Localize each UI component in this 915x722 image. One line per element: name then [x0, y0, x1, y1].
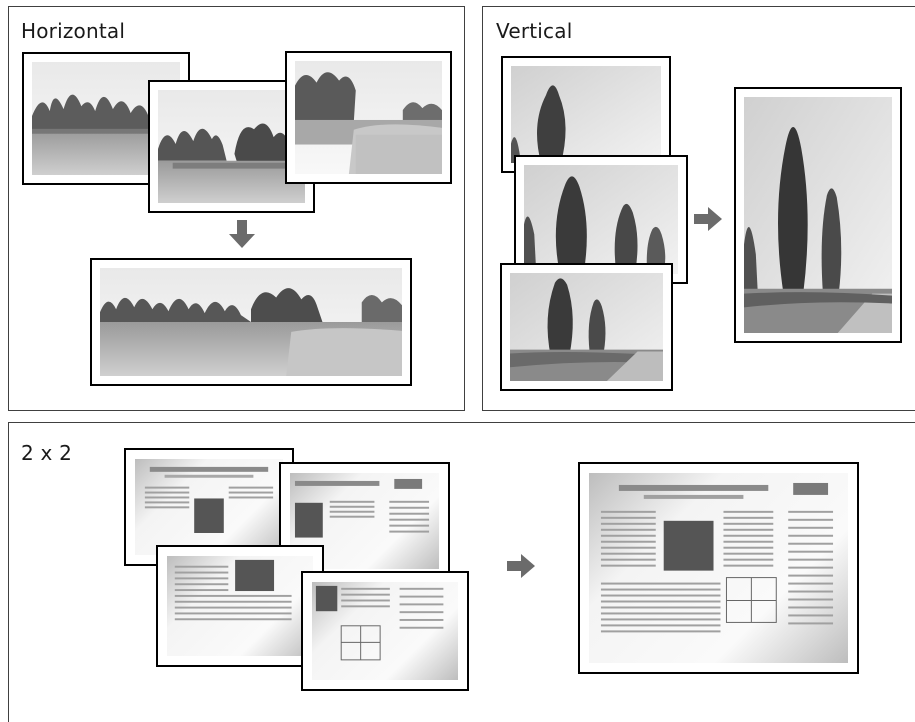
two-by-two-panel: 2 x 2 [8, 422, 915, 722]
lake-photo-center [148, 80, 315, 213]
horizontal-panel: Horizontal [8, 6, 465, 411]
document-part-bottom-left [156, 545, 324, 667]
lake-photo-right [285, 51, 452, 184]
stitched-panorama-photo [90, 258, 412, 386]
arrow-right-icon [507, 554, 535, 578]
arrow-right-icon [694, 207, 722, 231]
panel-label-horizontal: Horizontal [21, 19, 126, 43]
stitched-document [578, 462, 859, 674]
stitched-poplar-photo [734, 87, 902, 343]
poplar-photo-top [501, 56, 671, 173]
panel-label-2x2: 2 x 2 [21, 441, 72, 465]
document-part-top-right [279, 462, 450, 580]
poplar-photo-middle [514, 155, 688, 284]
document-part-top-left [124, 448, 294, 566]
arrow-down-icon [229, 220, 255, 248]
vertical-panel: Vertical [482, 6, 915, 411]
document-part-bottom-right [301, 571, 469, 691]
poplar-photo-bottom [500, 263, 673, 391]
panel-label-vertical: Vertical [496, 19, 573, 43]
